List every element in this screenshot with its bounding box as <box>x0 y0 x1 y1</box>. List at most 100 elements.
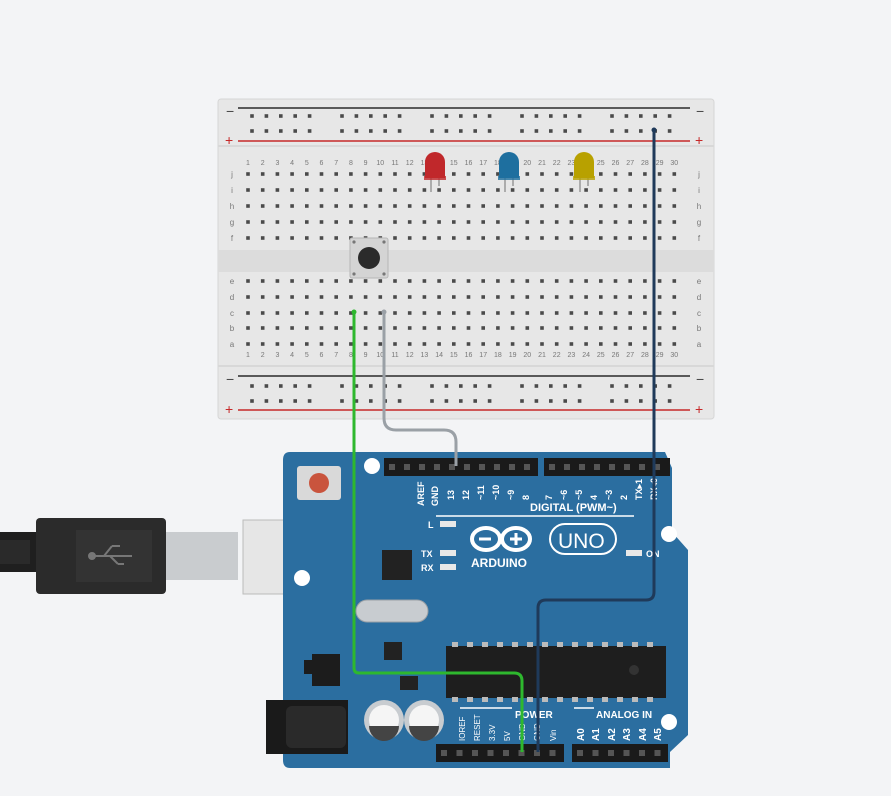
breadboard-hole[interactable] <box>275 188 280 192</box>
wire-navy[interactable] <box>536 130 656 752</box>
breadboard-hole[interactable] <box>290 172 294 176</box>
breadboard-hole[interactable] <box>613 204 618 208</box>
breadboard-hole[interactable] <box>407 236 412 240</box>
breadboard-hole[interactable] <box>290 188 294 192</box>
breadboard-hole[interactable] <box>613 236 618 240</box>
rail-hole[interactable] <box>340 114 344 118</box>
breadboard-hole[interactable] <box>496 236 500 240</box>
rail-hole[interactable] <box>397 129 402 133</box>
breadboard-hole[interactable] <box>452 311 456 315</box>
breadboard-hole[interactable] <box>672 342 677 346</box>
breadboard-hole[interactable] <box>481 220 485 224</box>
rail-hole[interactable] <box>563 114 567 118</box>
breadboard-hole[interactable] <box>628 220 632 224</box>
rail-hole[interactable] <box>279 399 283 403</box>
header-pin-hole[interactable] <box>592 750 599 756</box>
breadboard-hole[interactable] <box>466 188 471 192</box>
breadboard[interactable]: − − + + − − + + 112233445566778899101011… <box>217 98 715 420</box>
header-pin-hole[interactable] <box>464 464 470 470</box>
breadboard-hole[interactable] <box>422 326 427 330</box>
rail-hole[interactable] <box>487 114 492 118</box>
breadboard-hole[interactable] <box>363 311 368 315</box>
header-pin-hole[interactable] <box>549 750 556 756</box>
breadboard-hole[interactable] <box>319 204 324 208</box>
breadboard-hole[interactable] <box>290 342 294 346</box>
rail-hole[interactable] <box>307 114 312 118</box>
rail-hole[interactable] <box>624 384 629 388</box>
breadboard-hole[interactable] <box>613 279 618 283</box>
breadboard-hole[interactable] <box>525 326 530 330</box>
breadboard-hole[interactable] <box>481 295 485 299</box>
breadboard-hole[interactable] <box>540 342 544 346</box>
rail-hole[interactable] <box>397 384 402 388</box>
breadboard-hole[interactable] <box>349 279 353 283</box>
rail-hole[interactable] <box>639 129 643 133</box>
breadboard-hole[interactable] <box>363 295 368 299</box>
rail-hole[interactable] <box>549 114 553 118</box>
breadboard-hole[interactable] <box>407 311 412 315</box>
breadboard-hole[interactable] <box>569 295 574 299</box>
breadboard-hole[interactable] <box>275 326 280 330</box>
breadboard-hole[interactable] <box>305 311 309 315</box>
rail-hole[interactable] <box>444 129 449 133</box>
rail-hole[interactable] <box>610 399 614 403</box>
breadboard-hole[interactable] <box>554 172 559 176</box>
breadboard-hole[interactable] <box>584 236 588 240</box>
red-led[interactable] <box>424 152 446 192</box>
breadboard-hole[interactable] <box>496 204 500 208</box>
breadboard-hole[interactable] <box>260 326 265 330</box>
breadboard-hole[interactable] <box>496 326 500 330</box>
breadboard-hole[interactable] <box>525 342 530 346</box>
breadboard-hole[interactable] <box>496 188 500 192</box>
rail-hole[interactable] <box>549 384 553 388</box>
rail-hole[interactable] <box>639 399 643 403</box>
breadboard-hole[interactable] <box>525 236 530 240</box>
breadboard-hole[interactable] <box>481 188 485 192</box>
breadboard-hole[interactable] <box>554 279 559 283</box>
breadboard-hole[interactable] <box>393 342 397 346</box>
breadboard-hole[interactable] <box>554 342 559 346</box>
breadboard-hole[interactable] <box>246 295 250 299</box>
breadboard-hole[interactable] <box>554 311 559 315</box>
rail-hole[interactable] <box>397 114 402 118</box>
breadboard-hole[interactable] <box>569 204 574 208</box>
breadboard-hole[interactable] <box>569 311 574 315</box>
breadboard-hole[interactable] <box>510 326 515 330</box>
breadboard-hole[interactable] <box>510 295 515 299</box>
rail-hole[interactable] <box>667 129 672 133</box>
breadboard-hole[interactable] <box>349 295 353 299</box>
breadboard-hole[interactable] <box>422 172 427 176</box>
wire-green[interactable] <box>352 312 524 752</box>
breadboard-hole[interactable] <box>246 326 250 330</box>
breadboard-hole[interactable] <box>525 279 530 283</box>
breadboard-hole[interactable] <box>334 311 338 315</box>
digital-header-b[interactable] <box>544 458 670 476</box>
breadboard-hole[interactable] <box>363 172 368 176</box>
rail-hole[interactable] <box>340 129 344 133</box>
rail-hole[interactable] <box>667 384 672 388</box>
rail-hole[interactable] <box>354 114 359 118</box>
rail-hole[interactable] <box>473 384 477 388</box>
rail-hole[interactable] <box>264 114 269 118</box>
breadboard-hole[interactable] <box>481 236 485 240</box>
reset-button-cap[interactable] <box>309 473 329 493</box>
breadboard-hole[interactable] <box>305 188 309 192</box>
breadboard-hole[interactable] <box>246 220 250 224</box>
breadboard-hole[interactable] <box>540 311 544 315</box>
rail-hole[interactable] <box>473 114 477 118</box>
breadboard-hole[interactable] <box>657 204 662 208</box>
rail-hole[interactable] <box>307 384 312 388</box>
breadboard-hole[interactable] <box>393 279 397 283</box>
breadboard-hole[interactable] <box>260 220 265 224</box>
breadboard-hole[interactable] <box>657 326 662 330</box>
breadboard-hole[interactable] <box>643 295 647 299</box>
rail-hole[interactable] <box>520 129 524 133</box>
breadboard-hole[interactable] <box>452 342 456 346</box>
breadboard-hole[interactable] <box>584 204 588 208</box>
breadboard-hole[interactable] <box>584 311 588 315</box>
breadboard-hole[interactable] <box>393 188 397 192</box>
breadboard-hole[interactable] <box>290 236 294 240</box>
pushbutton-cap[interactable] <box>358 247 380 269</box>
breadboard-hole[interactable] <box>613 342 618 346</box>
rail-hole[interactable] <box>264 399 269 403</box>
